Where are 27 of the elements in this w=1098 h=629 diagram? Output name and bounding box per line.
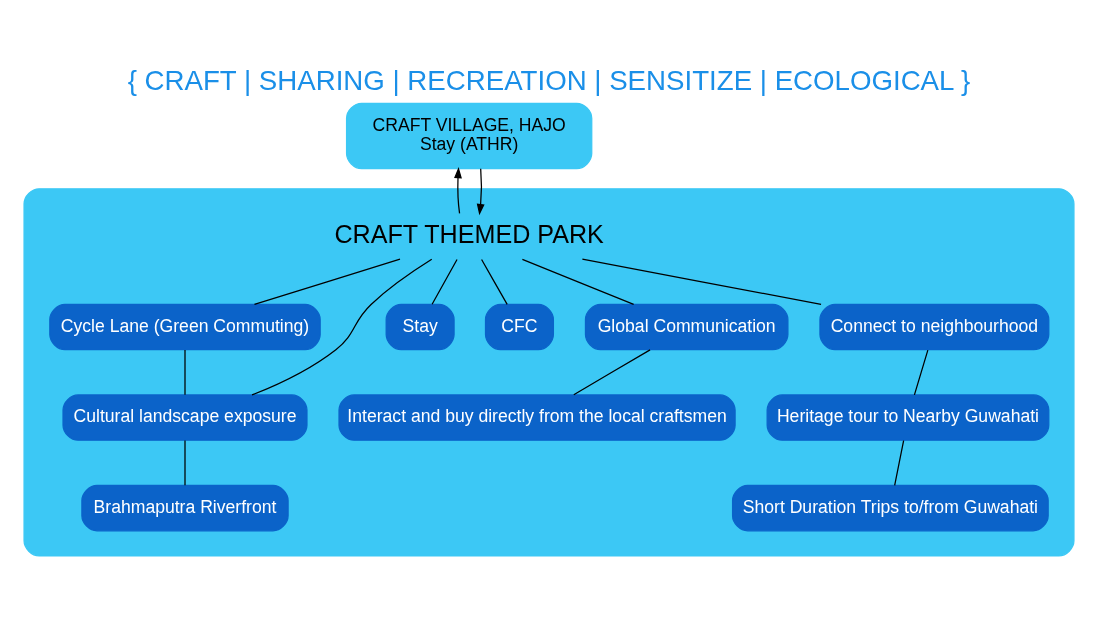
connector [184,440,186,486]
node-box: Short Duration Trips to/from Guwahati [731,484,1049,532]
arrow [454,166,462,215]
node-box: Interact and buy directly from the local craftsmen [338,394,736,441]
node-text: CRAFT THEMED PARK [334,219,604,248]
node-box: CRAFT VILLAGE, HAJO Stay (ATHR) [345,102,593,170]
cluster [23,188,1075,557]
connector [251,258,433,396]
connector [913,349,929,396]
node-box: Global Communication [584,303,789,351]
connector [431,258,458,305]
node-box: Cycle Lane (Green Commuting) [49,303,321,351]
connector [480,258,508,305]
arrow [476,168,485,216]
node-box: CFC [484,303,555,351]
diagram-title: { CRAFT | SHARING | RECREATION | SENSITIZE | ECOLOGICAL } [127,65,971,97]
connector [573,349,651,396]
node-box: Cultural landscape exposure [62,394,308,441]
connector [581,258,822,305]
node-box: Connect to neighbourhood [819,303,1050,351]
connector [184,349,186,396]
connector [521,258,635,305]
connector [894,440,905,486]
connector [253,258,401,305]
node-box: Brahmaputra Riverfront [81,484,289,532]
node-box: Stay [385,303,455,351]
node-box: Heritage tour to Nearby Guwahati [766,394,1050,441]
